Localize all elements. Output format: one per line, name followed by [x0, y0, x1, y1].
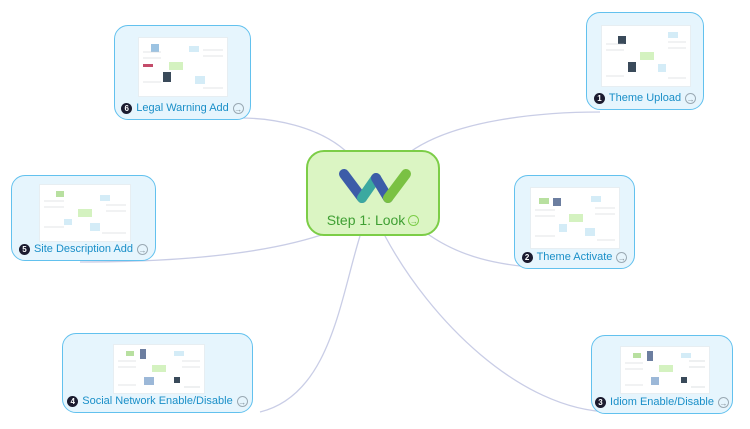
thumbnail-image: [602, 26, 690, 86]
topic-number-badge: 4: [67, 395, 79, 407]
thumbnail-image: [531, 188, 619, 248]
topic-label: Site Description Add: [33, 243, 134, 255]
topic-label: Theme Upload: [608, 92, 682, 104]
topic-social-network-enable-disable[interactable]: 4 Social Network Enable/Disable →: [62, 333, 253, 413]
connector-social-network: [259, 235, 361, 413]
topic-number-badge: 5: [18, 243, 30, 255]
topic-number-badge: 2: [521, 251, 533, 263]
connector-theme-upload: [409, 111, 601, 153]
expand-arrow-icon[interactable]: →: [616, 251, 628, 263]
expand-arrow-icon[interactable]: →: [717, 396, 729, 408]
thumbnail-image: [40, 185, 130, 241]
topic-number-badge: 1: [593, 92, 605, 104]
thumbnail-image: [139, 38, 227, 96]
topic-label: Theme Activate: [536, 251, 613, 263]
topic-theme-activate[interactable]: 2 Theme Activate →: [514, 175, 635, 269]
w-logo-icon: [339, 169, 411, 203]
central-topic-label: Step 1: Look: [326, 212, 406, 228]
topic-legal-warning-add[interactable]: 6 Legal Warning Add →: [114, 25, 251, 120]
topic-number-badge: 6: [121, 102, 133, 114]
thumbnail-image: [621, 347, 709, 393]
topic-site-description-add[interactable]: 5 Site Description Add →: [11, 175, 156, 261]
expand-arrow-icon[interactable]: →: [236, 395, 248, 407]
topic-label: Social Network Enable/Disable: [82, 395, 233, 407]
topic-label: Legal Warning Add: [136, 102, 229, 114]
central-topic[interactable]: Step 1: Look→: [306, 150, 440, 236]
topic-label: Idiom Enable/Disable: [610, 396, 714, 408]
topic-idiom-enable-disable[interactable]: 3 Idiom Enable/Disable →: [591, 335, 733, 414]
connector-site-description: [79, 231, 331, 263]
expand-arrow-icon[interactable]: →: [408, 215, 420, 226]
expand-arrow-icon[interactable]: →: [232, 102, 244, 114]
expand-arrow-icon[interactable]: →: [137, 243, 149, 255]
thumbnail-image: [114, 345, 204, 393]
connector-legal-warning: [239, 117, 351, 156]
connector-idiom: [384, 235, 611, 413]
expand-arrow-icon[interactable]: →: [685, 92, 697, 104]
topic-theme-upload[interactable]: 1 Theme Upload →: [586, 12, 704, 110]
topic-number-badge: 3: [595, 396, 607, 408]
